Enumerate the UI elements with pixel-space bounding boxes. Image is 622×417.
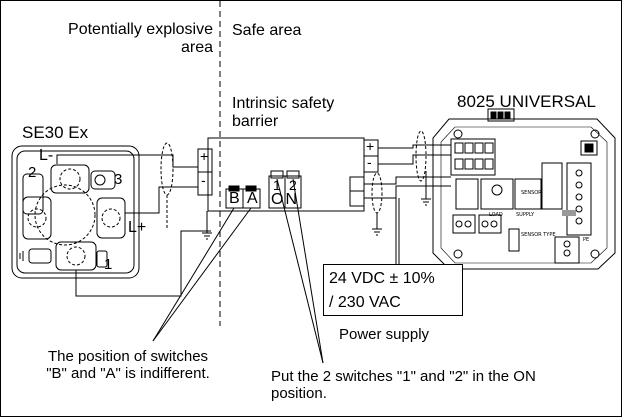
barrier-in-minus: - [201, 172, 206, 188]
sensor-to-barrier-wires [56, 142, 211, 297]
note-switches-ba: The position of switches "B" and "A" is … [46, 348, 210, 383]
barrier-out-minus: - [367, 154, 372, 170]
hazardous-area-label: Potentially explosive area [68, 21, 213, 57]
sensor-term3-label: 3 [114, 171, 123, 188]
sensor-term1-label: 1 [104, 256, 113, 273]
sensor-title: SE30 Ex [22, 123, 89, 142]
barrier-box [197, 137, 379, 240]
pcb-load-label: LOAD [489, 212, 503, 218]
safe-area-label: Safe area [232, 22, 302, 39]
barrier-in-plus: + [200, 148, 209, 164]
switch-a-label: A [247, 190, 258, 207]
sensor-terminal-lminus [50, 164, 90, 194]
callout-lines [152, 178, 324, 364]
power-supply-spec: 24 VDC ± 10% / 230 VAC [323, 264, 463, 316]
sensor-lplus-label: L+ [128, 219, 147, 236]
switch-on-label: ON [271, 191, 299, 208]
pcb-pe-label: PE [583, 237, 589, 243]
sensor-term2-label: 2 [28, 164, 37, 181]
switch-1-label: 1 [273, 177, 281, 193]
transmitter-board [432, 108, 616, 270]
sensor-terminal-lplus [96, 197, 126, 239]
barrier-title: Intrinsic safety barrier [232, 95, 335, 131]
transmitter-title: 8025 UNIVERSAL [457, 92, 596, 111]
sensor-lminus-label: L- [39, 147, 54, 164]
barrier-to-transmitter-wires [364, 130, 451, 264]
switch-b-label: B [229, 190, 240, 207]
barrier-out-plus: + [366, 138, 375, 154]
pcb-supply-label: SUPPLY [516, 212, 535, 218]
switch-2-label: 2 [289, 177, 297, 193]
note-switches-12: Put the 2 switches "1" and "2" in the ON… [271, 368, 536, 403]
pcb-sensor-label: SENSOR [521, 190, 542, 196]
pcb-sensor-type-label: SENSOR TYPE [521, 232, 556, 238]
power-supply-caption: Power supply [339, 326, 430, 343]
